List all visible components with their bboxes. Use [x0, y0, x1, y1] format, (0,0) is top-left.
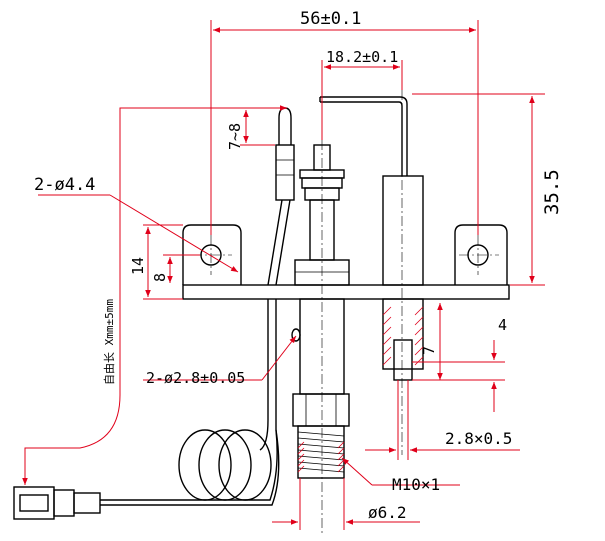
- dim-hole-center: 8: [151, 273, 169, 282]
- thermocouple: [267, 107, 295, 430]
- pilot-tube: [319, 96, 424, 381]
- dim-thread: M10×1: [392, 475, 440, 494]
- dim-tab-height: 14: [129, 257, 147, 275]
- hex-nut: [292, 393, 350, 427]
- dim-thread-dia: ø6.2: [368, 503, 407, 522]
- dim-tube-spacing: 18.2±0.1: [326, 48, 398, 66]
- note-free-length: 自由长 Xmm±5mm: [102, 299, 116, 385]
- cable-connector: [13, 486, 101, 520]
- nozzle: [393, 339, 413, 381]
- dim-overall-width: 56±0.1: [300, 9, 361, 29]
- dim-side-hole: 2-ø2.8±0.05: [146, 369, 245, 387]
- dimension-lines: [22, 20, 545, 530]
- dim-hole-dia: 2-ø4.4: [34, 175, 95, 195]
- coiled-cable: [100, 419, 280, 506]
- right-mounting-tab: [454, 224, 508, 285]
- dim-nozzle-size: 2.8×0.5: [445, 429, 512, 448]
- center-lines: [192, 90, 499, 535]
- side-hole: [291, 328, 301, 342]
- mounting-plate: [182, 224, 510, 300]
- igniter-electrode: [291, 144, 350, 479]
- thermocouple-tip: [278, 107, 292, 145]
- threaded-section: [297, 425, 345, 479]
- dim-height: 35.5: [541, 169, 563, 215]
- dimension-texts: 56±0.1 18.2±0.1 2-ø4.4 2-ø2.8±0.05 4 2.8…: [34, 9, 563, 522]
- dim-nozzle-depth: 7: [420, 346, 438, 355]
- dim-thermo-tip: 7~8: [226, 123, 244, 150]
- dim-nozzle-offset: 4: [498, 316, 507, 334]
